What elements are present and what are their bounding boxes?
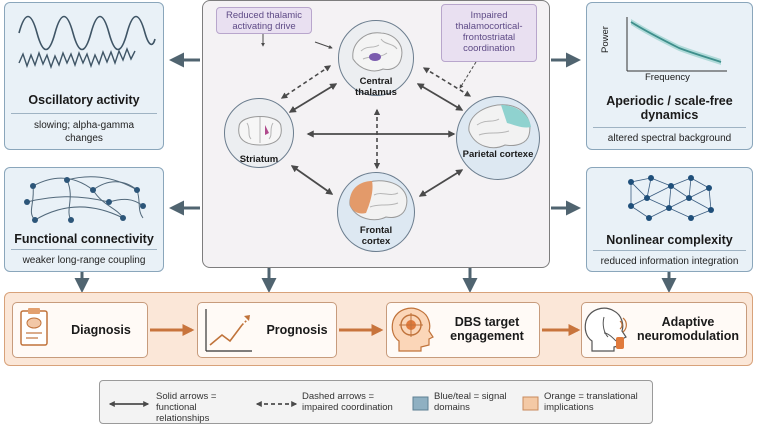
legend-solid-text: Solid arrows = functional relationships	[156, 391, 217, 424]
trend-chart-icon	[205, 309, 252, 352]
aperiodic-subtitle: altered spectral background	[607, 133, 732, 144]
divider	[11, 113, 157, 114]
node-frontal-cortex: Frontal cortex	[337, 172, 415, 252]
callout-impaired-coordination: Impaired thalamocortical-frontostriatal …	[441, 4, 537, 62]
connectivity-subtitle: weaker long-range coupling	[22, 255, 146, 266]
node-label-parietal: Parietal cortexe	[462, 149, 534, 160]
legend-orange-swatch	[522, 396, 539, 411]
legend-dashed-text: Dashed arrows = impaired coordination	[302, 391, 393, 413]
aperiodic-title: Aperiodic / scale-free dynamics	[606, 94, 733, 122]
brain-parietal-icon	[468, 104, 531, 149]
callout-reduced-drive: Reduced thalamic activating drive	[216, 7, 312, 34]
aperiodic-box: Power Frequency Aperiodic / scale-free d…	[586, 2, 753, 150]
step-label-diagnosis: Diagnosis	[71, 323, 131, 337]
node-label-thalamus: Central thalamus	[355, 76, 397, 98]
oscillatory-box: Oscillatory activity slowing; alpha-gamm…	[4, 2, 164, 150]
step-dbs-target: DBS target engagement	[386, 302, 540, 358]
node-striatum: Striatum	[224, 98, 294, 168]
head-device-icon	[584, 307, 627, 352]
clipboard-brain-icon	[20, 308, 48, 346]
complexity-subtitle: reduced information integration	[600, 256, 739, 267]
brain-frontal-icon	[349, 180, 408, 221]
step-label-prognosis: Prognosis	[266, 323, 328, 337]
aperiodic-xlabel: Frequency	[645, 72, 690, 83]
oscillatory-title: Oscillatory activity	[28, 93, 140, 107]
complexity-title: Nonlinear complexity	[606, 233, 733, 247]
coronal-brain-icon	[238, 116, 282, 146]
legend-blue-swatch	[412, 396, 429, 411]
step-adaptive-neuromodulation: Adaptive neuromodulation	[581, 302, 747, 358]
step-label-adaptive: Adaptive neuromodulation	[636, 315, 740, 343]
head-target-icon	[391, 307, 434, 352]
brain-icon	[352, 32, 403, 72]
legend-orange-text: Orange = translational implications	[544, 391, 638, 413]
divider	[11, 249, 157, 250]
connectivity-box: Functional connectivity weaker long-rang…	[4, 167, 164, 272]
oscillation-waves-icon	[18, 15, 156, 70]
step-label-dbs: DBS target engagement	[450, 315, 524, 343]
connectivity-title: Functional connectivity	[14, 232, 154, 246]
legend-swatches	[108, 396, 539, 411]
oscillatory-subtitle: slowing; alpha-gamma changes	[33, 120, 135, 144]
divider	[593, 127, 746, 128]
node-central-thalamus: Central thalamus	[338, 20, 414, 98]
node-label-frontal: Frontal cortex	[359, 225, 393, 247]
node-label-striatum: Striatum	[239, 154, 279, 165]
neural-network-icon	[628, 175, 714, 221]
network-graph-icon	[24, 176, 146, 223]
complexity-box: Nonlinear complexity reduced information…	[586, 167, 753, 272]
divider	[593, 250, 746, 251]
node-parietal-cortex: Parietal cortexe	[456, 96, 540, 180]
legend: Solid arrows = functional relationships …	[99, 380, 653, 424]
legend-blue-text: Blue/teal = signal domains	[434, 391, 507, 413]
step-prognosis: Prognosis	[197, 302, 337, 358]
step-diagnosis: Diagnosis	[12, 302, 148, 358]
power-spectrum-icon	[626, 17, 727, 72]
